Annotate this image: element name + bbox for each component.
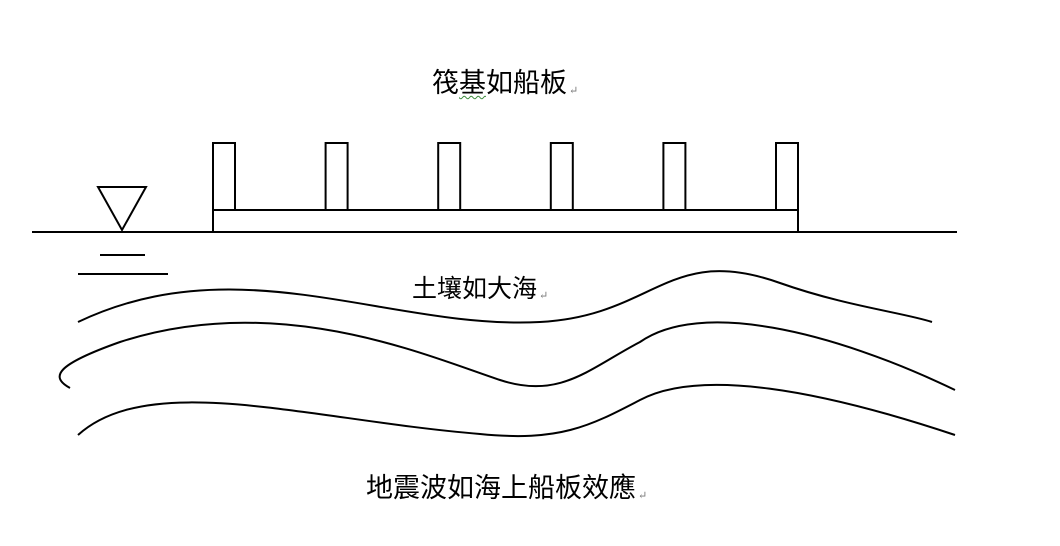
raft-caption: 筏基如船板↵ [432, 70, 578, 97]
paragraph-mark-icon: ↵ [638, 489, 648, 502]
soil-caption: 土壤如大海↵ [412, 276, 548, 301]
soil-wave-middle [58, 321, 956, 391]
soil-caption-text: 土壤如大海 [412, 274, 538, 303]
raft-column [324, 142, 349, 211]
raft-columns [212, 142, 799, 211]
raft-column [212, 142, 236, 211]
raft-column [775, 142, 799, 211]
paragraph-mark-icon: ↵ [569, 84, 579, 97]
raft-column [662, 142, 687, 211]
raft-slab [212, 209, 799, 233]
soil-wave-upper [77, 270, 933, 324]
raft-column [437, 142, 462, 211]
raft-caption-char-1: 筏 [432, 68, 459, 99]
raft-column [549, 142, 574, 211]
water-level-triangle-icon [96, 186, 148, 233]
raft-caption-rest: 如船板 [486, 68, 567, 99]
raft-caption-spellcheck-segment: 基 [459, 68, 486, 99]
quake-caption: 地震波如海上船板效應↵ [366, 475, 647, 502]
quake-caption-text: 地震波如海上船板效應 [366, 473, 636, 504]
paragraph-mark-icon: ↵ [539, 289, 549, 302]
soil-wave-lower [77, 383, 956, 437]
